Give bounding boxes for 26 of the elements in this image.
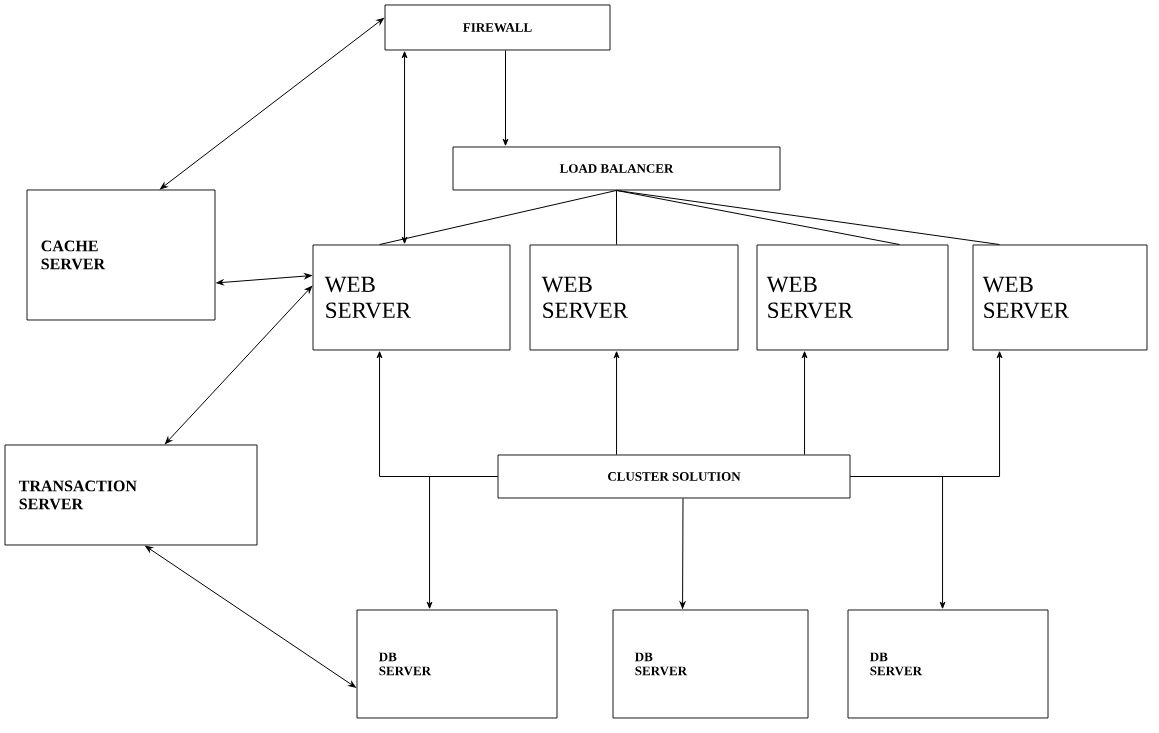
arrow: [502, 49, 509, 146]
component-box: CLUSTER SOLUTION: [497, 454, 851, 499]
connector-line: [616, 189, 618, 246]
component-box: TRANSACTION SERVER: [4, 444, 258, 546]
component-box: DB SERVER: [356, 609, 558, 719]
component-box: DB SERVER: [612, 609, 809, 719]
component-box: FIREWALL: [384, 4, 611, 51]
component-box: WEB SERVER: [312, 244, 511, 351]
arrow: [160, 17, 384, 190]
component-box: WEB SERVER: [756, 244, 949, 351]
connector-line: [616, 189, 1001, 246]
component-box: CACHE SERVER: [26, 189, 216, 321]
component-box: WEB SERVER: [529, 244, 739, 351]
arrow: [426, 476, 499, 609]
arrow: [145, 545, 356, 688]
component-box: WEB SERVER: [972, 244, 1148, 351]
arrow: [849, 476, 946, 609]
arrow: [401, 51, 408, 244]
connector-line: [379, 189, 617, 246]
arrow: [165, 286, 313, 445]
arrow: [216, 273, 312, 286]
component-box: LOAD BALANCER: [452, 146, 781, 191]
component-box: DB SERVER: [847, 609, 1049, 719]
arrow: [613, 351, 620, 456]
arrow: [801, 351, 808, 456]
arrow: [679, 497, 686, 609]
